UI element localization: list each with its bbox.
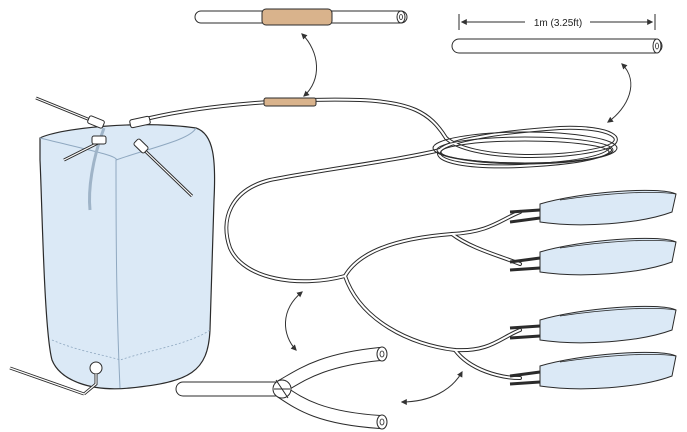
component-bag-3 bbox=[509, 305, 677, 344]
main-tubing bbox=[148, 97, 618, 380]
component-bag-1 bbox=[509, 189, 677, 226]
callout-arrow-length bbox=[607, 63, 632, 123]
main-coupler bbox=[263, 97, 317, 107]
reservoir-port-front-left bbox=[63, 135, 107, 162]
reservoir-port-left bbox=[35, 96, 105, 129]
tube-with-coupler-detail bbox=[194, 8, 408, 26]
reservoir-drain-port bbox=[9, 361, 103, 396]
coupler-sleeve bbox=[261, 8, 333, 26]
reservoir-bag bbox=[9, 96, 216, 396]
component-bag-2 bbox=[509, 237, 677, 276]
callout-arrow-coupler bbox=[301, 33, 317, 97]
reservoir-port-right bbox=[129, 115, 151, 129]
y-connector-detail bbox=[175, 346, 388, 430]
one-meter-tube bbox=[451, 38, 663, 54]
callout-arrow-y-right bbox=[400, 370, 463, 405]
callout-arrows bbox=[284, 33, 632, 405]
y-connector-fitting bbox=[272, 379, 292, 399]
callout-arrow-y-left bbox=[284, 291, 303, 351]
dimension-label: 1m (3.25ft) bbox=[534, 18, 582, 29]
length-dimension: 1m (3.25ft) bbox=[458, 14, 656, 30]
reservoir-port-front-right bbox=[133, 138, 194, 198]
component-bag-4 bbox=[509, 351, 677, 390]
component-bags bbox=[509, 189, 677, 390]
